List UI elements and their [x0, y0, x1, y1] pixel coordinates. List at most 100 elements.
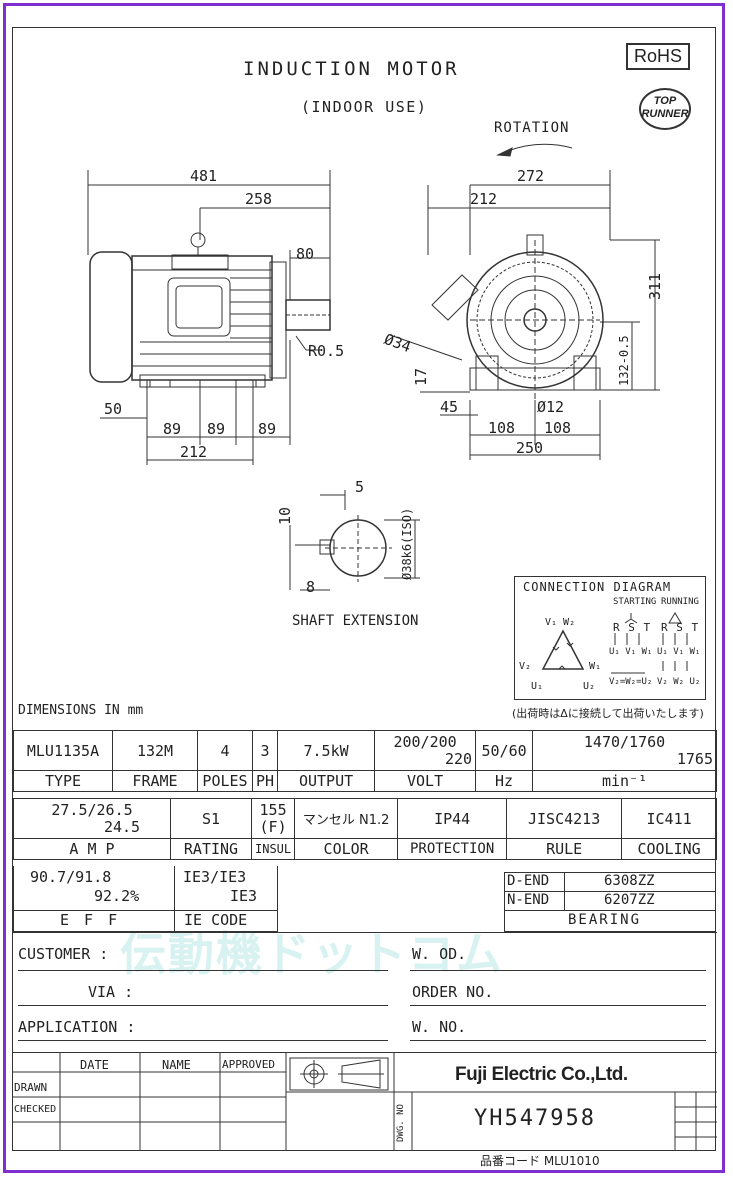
connection-title: CONNECTION DIAGRAM	[523, 580, 672, 594]
label-u1: U₁	[531, 681, 544, 692]
d-end-bearing: 6308ZZ	[604, 873, 655, 889]
via-label: VIA :	[88, 983, 134, 1001]
speed-value: 1470/1760 1765	[532, 730, 717, 771]
eff-divider	[174, 866, 175, 932]
label-v1w2: V₁ W₂	[545, 617, 576, 628]
dim-212: 212	[180, 443, 208, 461]
insul-value-2: (F)	[259, 817, 287, 836]
spec-table-1: MLU1135A 132M 4 3 7.5kW 200/200 220 50/6…	[13, 730, 717, 792]
eff-value-1: 90.7/91.8	[30, 868, 112, 886]
volt-label: VOLT	[374, 770, 477, 792]
rst-running: R S T	[661, 621, 700, 634]
ie-value-1: IE3/IE3	[183, 868, 247, 886]
terminals-running: U₁ V₁ W₁	[657, 647, 701, 657]
color-label: COLOR	[294, 838, 399, 860]
wno-underline	[410, 1040, 706, 1041]
drawing-border	[12, 27, 716, 1151]
order-no-label: ORDER NO.	[412, 983, 494, 1001]
ph-value: 3	[251, 730, 279, 771]
shaft-dim-38: Ø38k6(ISO)	[400, 507, 414, 580]
page-subtitle: (INDOOR USE)	[301, 98, 428, 116]
shaft-dim-5: 5	[355, 478, 365, 496]
dim-272: 272	[517, 167, 545, 185]
dim-89a: 89	[163, 420, 182, 438]
delta-connection: V₂ W₂ U₂	[657, 677, 701, 687]
connection-diagram: CONNECTION DIAGRAM STARTING RUNNING V₁ W…	[514, 576, 706, 700]
starting-label: STARTING	[613, 597, 657, 607]
hz-label: Hz	[475, 770, 534, 792]
dim-108b: 108	[544, 419, 572, 437]
dim-89c: 89	[258, 420, 277, 438]
amp-label: A M P	[13, 838, 171, 860]
date-header: DATE	[80, 1058, 109, 1072]
shaft-dim-8: 8	[306, 578, 316, 596]
title-block	[13, 1052, 717, 1152]
bearing-divider	[564, 872, 565, 910]
via-underline	[18, 1005, 388, 1006]
rst-starting: R S T	[613, 621, 652, 634]
cooling-value: IC411	[621, 798, 717, 839]
shaft-extension-label: SHAFT EXTENSION	[292, 613, 419, 629]
n-end-label: N-END	[507, 892, 550, 908]
bearing-line-1	[504, 891, 716, 892]
frame-label: FRAME	[112, 770, 198, 792]
drawn-label: DRAWN	[14, 1081, 48, 1094]
eff-label-line	[13, 910, 278, 911]
amp-value: 27.5/26.5 24.5	[13, 798, 171, 839]
dim-12: Ø12	[537, 398, 565, 416]
customer-label: CUSTOMER :	[18, 945, 109, 963]
dim-212r: 212	[470, 190, 498, 208]
ie-code-label: IE CODE	[184, 911, 248, 929]
bearing-line-2	[504, 910, 716, 911]
protection-label: PROTECTION	[397, 838, 508, 860]
dim-89b: 89	[207, 420, 226, 438]
n-end-bearing: 6207ZZ	[604, 892, 655, 908]
insul-label: INSUL	[250, 838, 296, 860]
volt-value: 200/200 220	[374, 730, 477, 771]
wno-label: W. NO.	[412, 1018, 467, 1036]
top-runner-line1: TOP	[653, 95, 677, 107]
motor-drawing	[87, 143, 660, 591]
dim-132: 132-0.5	[617, 335, 631, 386]
volt-value-1: 200/200	[393, 732, 457, 751]
product-code: 品番コード MLU1010	[480, 1154, 600, 1168]
insul-value-1: 155	[259, 800, 287, 819]
application-label: APPLICATION :	[18, 1018, 136, 1036]
type-value: MLU1135A	[13, 730, 113, 771]
output-label: OUTPUT	[277, 770, 376, 792]
rule-label: RULE	[506, 838, 623, 860]
bearing-box	[504, 872, 716, 932]
d-end-label: D-END	[507, 873, 550, 889]
label-u2: U₂	[583, 681, 596, 692]
color-value: マンセル N1.2	[294, 798, 399, 839]
dim-481: 481	[190, 167, 218, 185]
dim-50: 50	[104, 400, 123, 418]
checked-label: CHECKED	[14, 1104, 57, 1115]
dwg-number: YH547958	[474, 1106, 596, 1131]
rohs-badge: RoHS	[626, 43, 691, 70]
rotation-label: ROTATION	[494, 120, 570, 136]
dim-311: 311	[646, 272, 664, 300]
terminals-starting: U₁ V₁ W₁	[609, 647, 653, 657]
ph-label: PH	[251, 770, 279, 792]
dim-80: 80	[296, 245, 315, 263]
poles-label: POLES	[197, 770, 253, 792]
name-header: NAME	[162, 1058, 191, 1072]
frame-value: 132M	[112, 730, 198, 771]
dim-250: 250	[516, 439, 544, 457]
amp-value-2: 24.5	[103, 817, 141, 836]
dim-17: 17	[412, 367, 430, 386]
delta-symbol	[541, 612, 688, 674]
company-name: Fuji Electric Co.,Ltd.	[455, 1064, 628, 1085]
wod-label: W. OD.	[412, 945, 467, 963]
dim-r05: R0.5	[308, 342, 345, 360]
type-label: TYPE	[13, 770, 113, 792]
spec-table-2: 27.5/26.5 24.5 S1 155 (F) マンセル N1.2 IP44…	[13, 798, 717, 860]
hz-value: 50/60	[475, 730, 534, 771]
dim-108a: 108	[488, 419, 516, 437]
connection-note: (出荷時はΔに接続して出荷いたします)	[512, 707, 704, 720]
rule-value: JISC4213	[506, 798, 623, 839]
rating-value: S1	[170, 798, 252, 839]
protection-value: IP44	[397, 798, 508, 839]
approved-header: APPROVED	[222, 1058, 275, 1071]
